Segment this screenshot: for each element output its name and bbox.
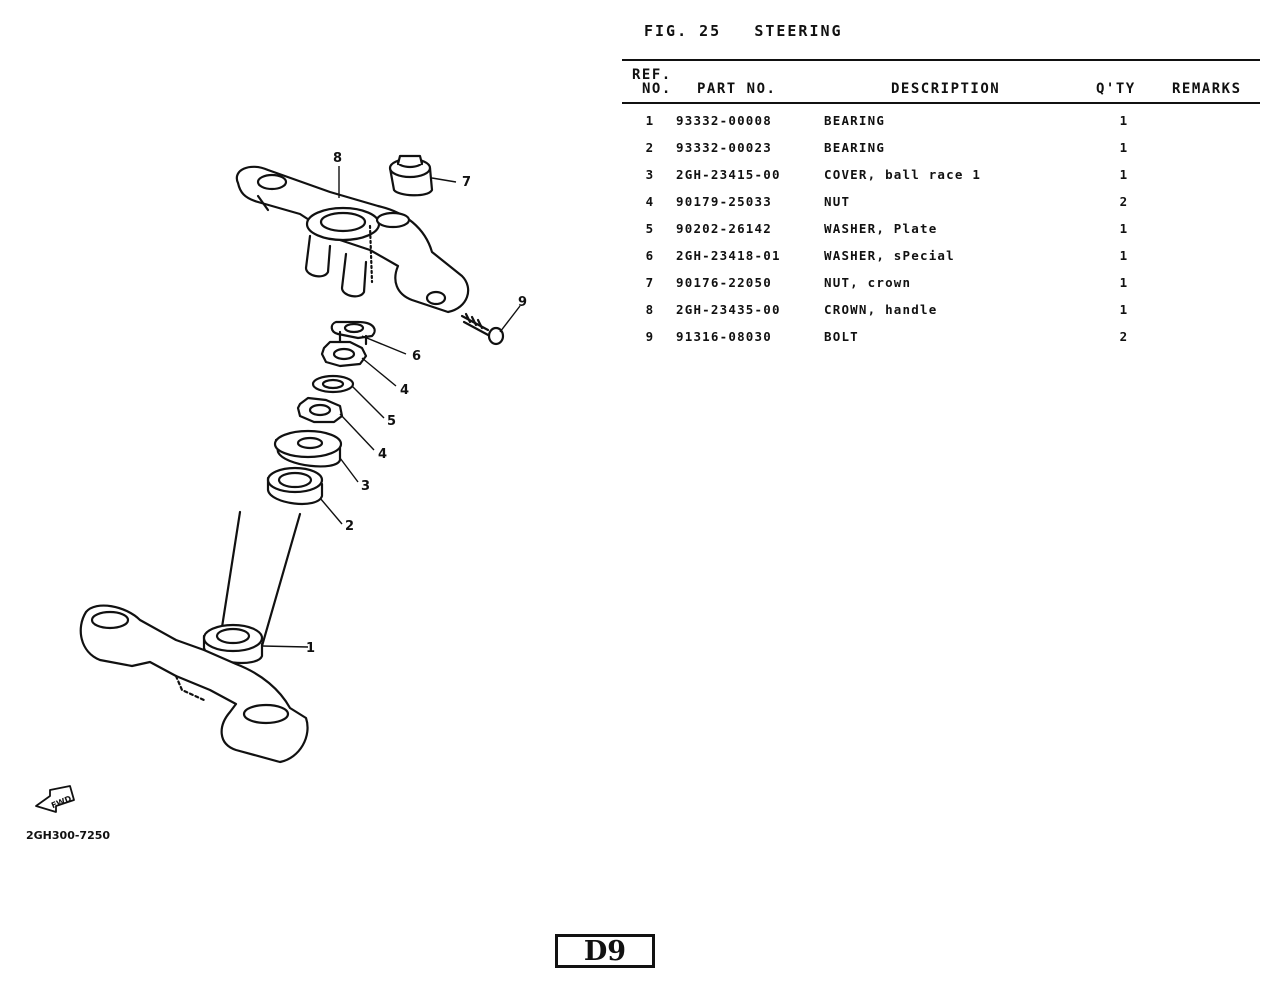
figure-label: FIG. 25: [644, 22, 722, 40]
table-row: 8 2GH-23435-00 CROWN, handle 1: [622, 302, 1260, 329]
header-description: DESCRIPTION: [891, 81, 1001, 97]
quantity: 1: [1119, 248, 1129, 263]
callout-5: 5: [387, 414, 396, 429]
exploded-view-diagram: 8 7 9 6 4 5 4 3 2 1 FWD: [35, 151, 527, 813]
table-row: 4 90179-25033 NUT 2: [622, 194, 1260, 221]
description: WASHER, Plate: [824, 221, 938, 236]
part-no: 90202-26142: [676, 221, 772, 236]
part-no: 90176-22050: [676, 275, 772, 290]
quantity: 1: [1119, 140, 1129, 155]
bolt-part-9: [460, 312, 505, 346]
nut-part-4-upper: [320, 340, 368, 368]
ref-no: 1: [645, 113, 655, 128]
nut-part-4-lower: [296, 396, 344, 424]
part-no: 2GH-23415-00: [676, 167, 781, 182]
ref-no: 6: [645, 248, 655, 263]
ref-no: 2: [645, 140, 655, 155]
description: NUT: [824, 194, 851, 209]
header-ref-line2: NO.: [642, 81, 672, 97]
special-washer-part-6: [330, 320, 376, 346]
bearing-part-2: [266, 466, 324, 505]
header-part-no: PART NO.: [697, 81, 777, 97]
callout-1: 1: [306, 641, 315, 656]
table-row: 7 90176-22050 NUT, crown 1: [622, 275, 1260, 302]
table-row: 5 90202-26142 WASHER, Plate 1: [622, 221, 1260, 248]
callout-4-upper: 4: [400, 383, 409, 398]
callout-3: 3: [361, 479, 370, 494]
description: BOLT: [824, 329, 859, 344]
quantity: 1: [1119, 167, 1129, 182]
ref-no: 5: [645, 221, 655, 236]
callout-2: 2: [345, 519, 354, 534]
description: COVER, ball race 1: [824, 167, 982, 182]
description: WASHER, sPecial: [824, 248, 955, 263]
quantity: 2: [1119, 194, 1129, 209]
ref-no: 8: [645, 302, 655, 317]
plate-washer-part-5: [311, 374, 355, 394]
handle-crown-part-8: [235, 165, 470, 314]
figure-title: FIG. 25 STEERING: [644, 22, 843, 40]
callout-7: 7: [462, 175, 471, 190]
part-no: 2GH-23418-01: [676, 248, 781, 263]
quantity: 1: [1119, 221, 1129, 236]
fwd-arrow-icon: FWD: [35, 785, 75, 813]
table-row: 3 2GH-23415-00 COVER, ball race 1 1: [622, 167, 1260, 194]
header-rule: [622, 102, 1260, 104]
steering-stem: [218, 510, 302, 648]
part-no: 93332-00023: [676, 140, 772, 155]
ref-no: 7: [645, 275, 655, 290]
table-row: 6 2GH-23418-01 WASHER, sPecial 1: [622, 248, 1260, 275]
quantity: 1: [1119, 302, 1129, 317]
part-no: 90179-25033: [676, 194, 772, 209]
callout-4-lower: 4: [378, 447, 387, 462]
description: BEARING: [824, 113, 886, 128]
callout-6: 6: [412, 349, 421, 364]
table-top-rule: [622, 59, 1260, 61]
table-row: 2 93332-00023 BEARING 1: [622, 140, 1260, 167]
header-qty: Q'TY: [1096, 81, 1136, 97]
header-remarks: REMARKS: [1172, 81, 1242, 97]
description: NUT, crown: [824, 275, 912, 290]
under-bracket: [79, 604, 309, 764]
table-row: 9 91316-08030 BOLT 2: [622, 329, 1260, 356]
part-no: 91316-08030: [676, 329, 772, 344]
page-number: D9: [555, 934, 655, 968]
callout-9: 9: [518, 295, 527, 310]
ref-no: 4: [645, 194, 655, 209]
quantity: 1: [1119, 275, 1129, 290]
crown-nut-part-7: [388, 154, 434, 197]
quantity: 2: [1119, 329, 1129, 344]
quantity: 1: [1119, 113, 1129, 128]
part-no: 93332-00008: [676, 113, 772, 128]
description: BEARING: [824, 140, 886, 155]
part-no: 2GH-23435-00: [676, 302, 781, 317]
ref-no: 9: [645, 329, 655, 344]
description: CROWN, handle: [824, 302, 938, 317]
table-row: 1 93332-00008 BEARING 1: [622, 113, 1260, 140]
figure-name: STEERING: [754, 22, 843, 40]
drawing-code: 2GH300-7250: [26, 829, 111, 842]
callout-8: 8: [333, 151, 342, 166]
ball-race-cover-part-3: [273, 429, 343, 468]
ref-no: 3: [645, 167, 655, 182]
header-ref-line1: REF.: [632, 67, 672, 83]
